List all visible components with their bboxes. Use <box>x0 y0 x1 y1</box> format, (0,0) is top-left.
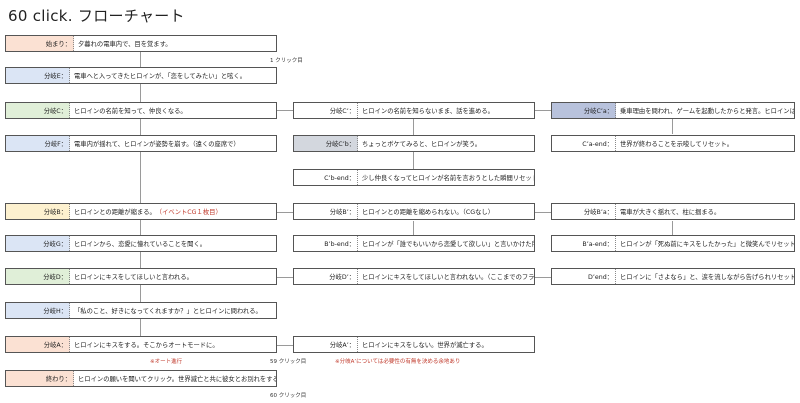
flow-tag: 分岐B’： <box>294 204 358 219</box>
flow-box-branch-b: 分岐B： ヒロインとの距離が縮まる。（イベントCG１枚目） <box>5 203 277 220</box>
connector <box>277 212 293 213</box>
flow-box-branch-a: 分岐A： ヒロインにキスをする。そこからオートモードに。 <box>5 336 277 353</box>
flow-box-end: 終わり： ヒロインの願いを聞いてクリック。世界滅亡と共に彼女とお別れをする。 <box>5 370 277 387</box>
flow-text: 夕暮れの電車内で、目を覚ます。 <box>78 41 172 48</box>
connector <box>413 221 414 236</box>
click-count-note: 1 クリック目 <box>270 58 303 64</box>
flow-box-branch-a-prime: 分岐A’： ヒロインにキスをしない。世界が滅亡する。 <box>293 336 535 353</box>
flow-box-branch-c-prime: 分岐C’： ヒロインの名前を知らないまま、話を進める。 <box>293 102 535 119</box>
page-title: 60 click. フローチャート <box>8 7 185 25</box>
flow-box-branch-c-prime-a: 分岐C’a： 乗車理由を問われ、ゲームを起動したからと発言。ヒロインは首を傾げる… <box>551 102 795 119</box>
connector <box>277 110 293 111</box>
flow-box-branch-f: 分岐F： 電車内が揺れて、ヒロインが姿勢を崩す。（遠くの座席で） <box>5 135 277 152</box>
flow-text: ちょっとボケてみると、ヒロインが笑う。 <box>362 141 482 148</box>
flow-tag: B’a-end： <box>552 236 616 251</box>
flow-text: ヒロインの名前を知って、仲良くなる。 <box>74 108 187 115</box>
flow-box-branch-b-prime: 分岐B’： ヒロインとの距離を縮められない。（CGなし） <box>293 203 535 220</box>
flow-tag: 分岐D’： <box>294 269 358 284</box>
flow-tag: 分岐B’a： <box>552 204 616 219</box>
flow-text: 少し仲良くなってヒロインが名前を言おうとした瞬間リセット。 <box>362 175 534 182</box>
click-count-note: 60 クリック目 <box>270 393 307 399</box>
flow-tag: 分岐C： <box>6 103 70 118</box>
flow-tag: 分岐C’a： <box>552 103 616 118</box>
connector <box>535 212 551 213</box>
flow-text: ヒロインにキスをしない。世界が滅亡する。 <box>362 342 488 349</box>
flow-text: 乗車理由を問われ、ゲームを起動したからと発言。ヒロインは首を傾げる。 <box>620 108 794 115</box>
flow-text: ヒロインにキスをしてほしいと言われない。（ここまでのフラグで分岐管理） <box>362 274 534 281</box>
click-count-note: 59 クリック目 <box>270 359 307 365</box>
flow-text: ヒロインが「死ぬ前にキスをしたかった」と微笑んでリセット。 <box>620 241 794 248</box>
flow-box-branch-d-prime: 分岐D’： ヒロインにキスをしてほしいと言われない。（ここまでのフラグで分岐管理… <box>293 268 535 285</box>
flow-text: ヒロインが「誰でもいいから恋愛して欲しい」と言いかけた所でリセット。 <box>362 241 534 248</box>
flow-box-branch-b-prime-a: 分岐B’a： 電車が大きく揺れて、柱に掴まる。 <box>551 203 795 220</box>
connector <box>535 110 551 111</box>
flow-box-c-prime-b-end: C’b-end： 少し仲良くなってヒロインが名前を言おうとした瞬間リセット。 <box>293 169 535 186</box>
flow-text-main: ヒロインとの距離が縮まる。 <box>74 209 156 216</box>
flow-text: ヒロインとの距離を縮められない。（CGなし） <box>362 209 495 216</box>
flow-tag: 終わり： <box>6 371 74 386</box>
flow-text: 電車へと入ってきたヒロインが、「恋をしてみたい」と呟く。 <box>74 73 247 80</box>
flow-tag: 分岐E： <box>6 68 70 83</box>
flow-box-branch-d: 分岐D： ヒロインにキスをしてほしいと言われる。 <box>5 268 277 285</box>
flow-box-b-prime-b-end: B’b-end： ヒロインが「誰でもいいから恋愛して欲しい」と言いかけた所でリセ… <box>293 235 535 252</box>
flow-box-d-prime-end: D’end： ヒロインに「さよなら」と、涙を流しながら告げられリセット。 <box>551 268 795 285</box>
flow-tag: C’a-end： <box>552 136 616 151</box>
flow-text: ヒロインにキスをしてほしいと言われる。 <box>74 274 193 281</box>
flow-tag: 分岐A： <box>6 337 70 352</box>
flow-text-note: （イベントCG１枚目） <box>155 209 222 216</box>
connector <box>277 277 293 278</box>
connector <box>535 277 551 278</box>
flow-box-start: 始まり： 夕暮れの電車内で、目を覚ます。 <box>5 35 277 52</box>
flow-box-branch-c-prime-b: 分岐C’b： ちょっとボケてみると、ヒロインが笑う。 <box>293 135 535 152</box>
flow-box-branch-c: 分岐C： ヒロインの名前を知って、仲良くなる。 <box>5 102 277 119</box>
connector <box>277 345 293 346</box>
flow-tag: B’b-end： <box>294 236 358 251</box>
flow-box-b-prime-a-end: B’a-end： ヒロインが「死ぬ前にキスをしたかった」と微笑んでリセット。 <box>551 235 795 252</box>
flow-text: ヒロインにキスをする。そこからオートモードに。 <box>74 342 219 349</box>
flow-text: 「私のこと、好きになってくれますか？」とヒロインに問われる。 <box>74 308 262 315</box>
flow-tag: 分岐F： <box>6 136 70 151</box>
flow-box-branch-e: 分岐E： 電車へと入ってきたヒロインが、「恋をしてみたい」と呟く。 <box>5 67 277 84</box>
flow-tag: D’end： <box>552 269 616 284</box>
flow-tag: 分岐C’b： <box>294 136 358 151</box>
connector <box>672 119 673 134</box>
flow-tag: C’b-end： <box>294 170 358 185</box>
flow-text: 電車が大きく揺れて、柱に掴まる。 <box>620 209 721 216</box>
connector <box>672 221 673 236</box>
flow-tag: 始まり： <box>6 36 74 51</box>
flow-box-c-prime-a-end: C’a-end： 世界が終わることを示唆してリセット。 <box>551 135 795 152</box>
flow-text: ヒロインの願いを聞いてクリック。世界滅亡と共に彼女とお別れをする。 <box>78 376 276 383</box>
flow-text: ヒロインに「さよなら」と、涙を流しながら告げられリセット。 <box>620 274 794 281</box>
flow-text: ヒロインから、恋愛に憧れていることを聞く。 <box>74 241 207 248</box>
flow-tag: 分岐A’： <box>294 337 358 352</box>
connector <box>140 52 141 348</box>
flow-tag: 分岐G： <box>6 236 70 251</box>
auto-progress-note: ※オート進行 <box>150 359 183 365</box>
branch-a-prime-note: ※分岐A’については必要性の有無を決める余地あり <box>335 359 461 365</box>
flow-text: ヒロインの名前を知らないまま、話を進める。 <box>362 108 494 115</box>
flow-text: ヒロインとの距離が縮まる。（イベントCG１枚目） <box>70 204 222 219</box>
flow-text: 世界が終わることを示唆してリセット。 <box>620 141 734 148</box>
flow-box-branch-g: 分岐G： ヒロインから、恋愛に憧れていることを聞く。 <box>5 235 277 252</box>
flow-tag: 分岐H： <box>6 303 70 318</box>
flow-tag: 分岐C’： <box>294 103 358 118</box>
flow-text: 電車内が揺れて、ヒロインが姿勢を崩す。（遠くの座席で） <box>74 141 240 148</box>
flow-tag: 分岐B： <box>6 204 70 219</box>
flow-box-branch-h: 分岐H： 「私のこと、好きになってくれますか？」とヒロインに問われる。 <box>5 302 277 319</box>
flow-tag: 分岐D： <box>6 269 70 284</box>
